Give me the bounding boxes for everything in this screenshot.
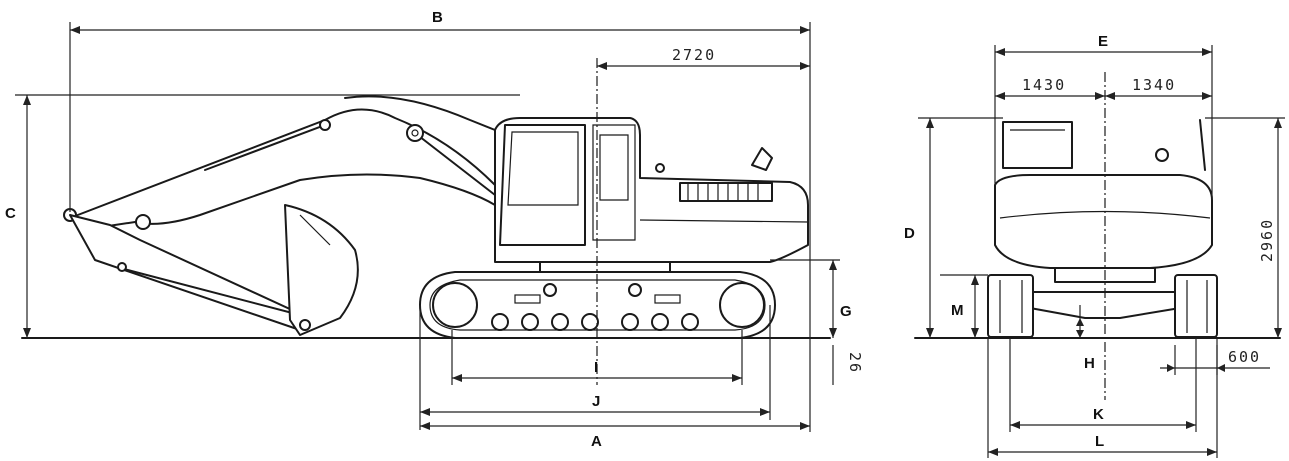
dim-label-G: G [840,303,852,320]
dim-value-600: 600 [1228,348,1261,366]
boom-hose [344,95,496,131]
front-view [914,72,1281,400]
dim-label-K: K [1093,406,1104,423]
track-rollers [491,283,699,331]
exhaust [751,147,773,171]
arm [69,214,319,331]
bucket-cylinder [119,267,301,316]
side-dimensions: B 2720 C G 26 I J A [5,9,864,450]
boom-cylinder [414,132,496,196]
dim-label-L: L [1095,433,1104,450]
boom [69,108,496,229]
boom-pivot [406,124,424,142]
front-dimensions: E 1430 1340 D M 2960 H 600 [904,33,1285,458]
dim-label-I: I [594,359,598,376]
dim-label-J: J [592,393,600,410]
dim-value-1430: 1430 [1022,76,1066,94]
engine-grille [679,182,773,202]
idler-wheel [432,282,478,328]
front-body [994,174,1213,269]
side-view [21,58,831,385]
front-left-track [987,274,1034,338]
cab [499,124,586,246]
dim-label-C: C [5,205,16,222]
dim-label-D: D [904,225,915,242]
dim-value-2960: 2960 [1258,218,1276,262]
dim-value-26: 26 [846,352,864,374]
dim-label-H: H [1084,355,1095,372]
dim-label-A: A [591,433,602,450]
front-cab [1002,121,1073,169]
dim-value-2720: 2720 [672,46,716,64]
arm-cylinder [204,124,326,171]
front-right-track [1174,274,1218,338]
dim-label-B: B [432,9,443,26]
dim-label-M: M [951,302,964,319]
dim-value-1340: 1340 [1132,76,1176,94]
swing-bearing [539,261,671,273]
sprocket-wheel [719,282,765,328]
bucket [284,204,359,336]
dim-label-E: E [1098,33,1108,50]
